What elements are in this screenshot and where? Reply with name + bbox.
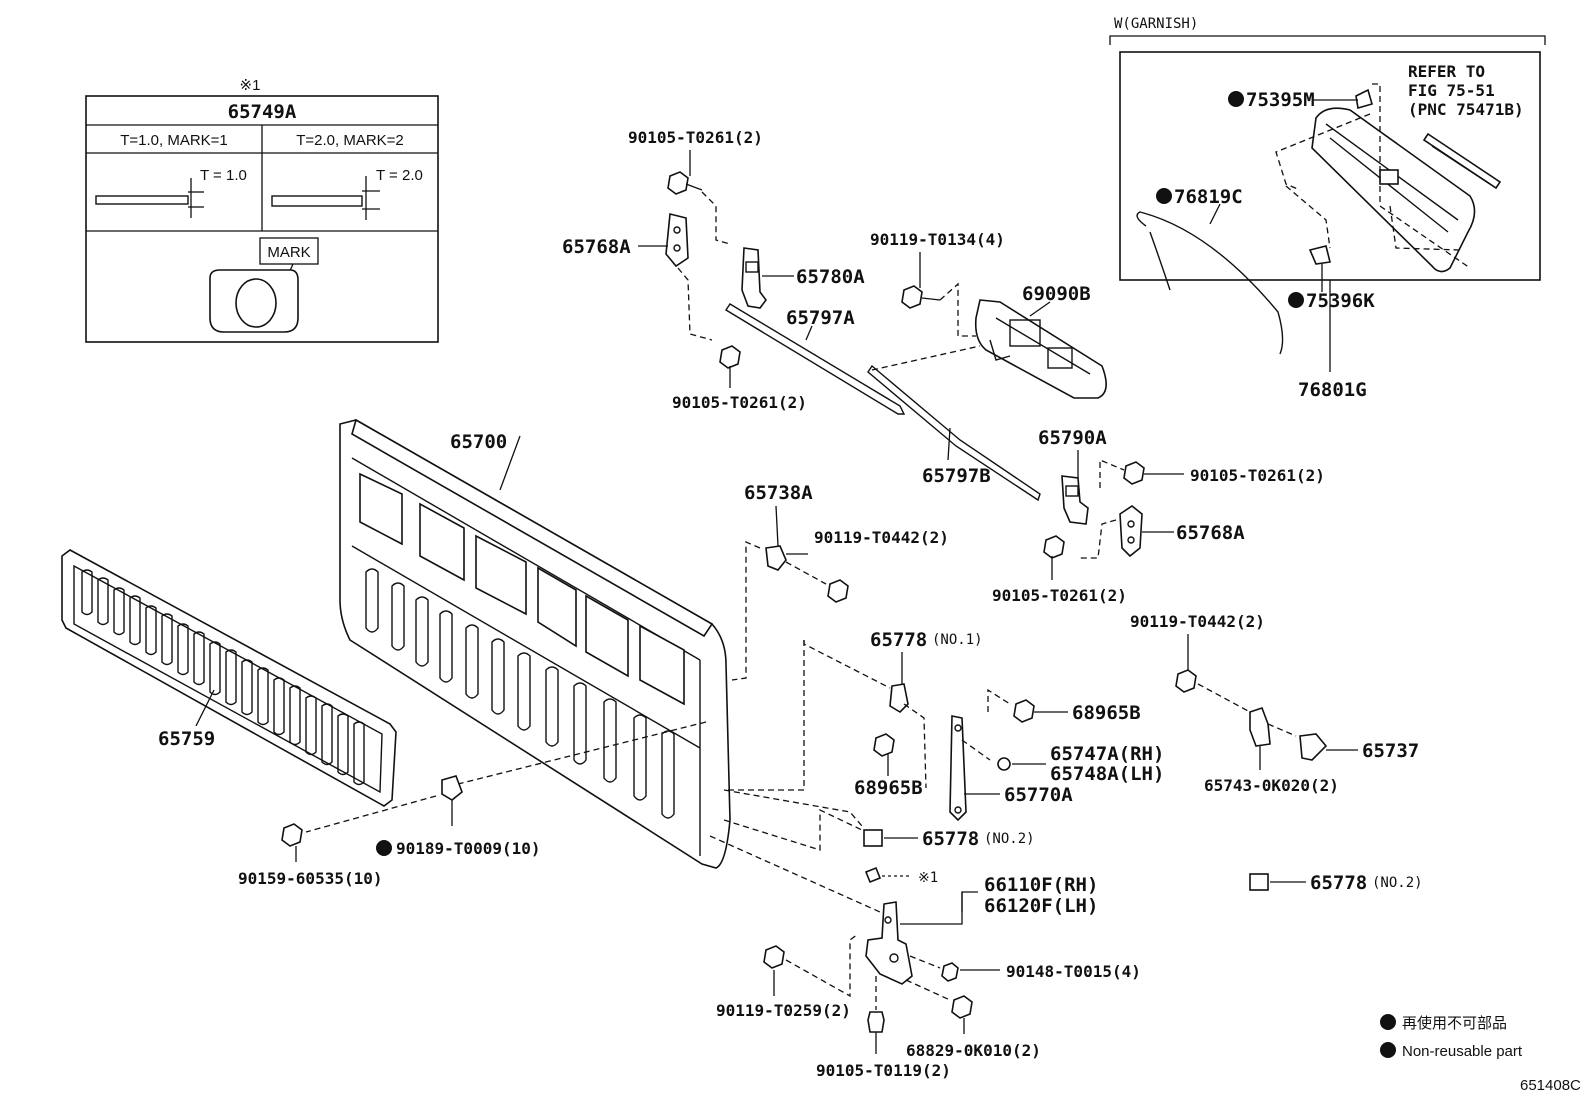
part-90105-T0261-b-label: 90105-T0261(2): [672, 393, 807, 412]
garnish-assembly-box: W(GARNISH) REFER TO FIG 75-51 (PNC 75471…: [1109, 16, 1546, 401]
refer-note-line3: (PNC 75471B): [1408, 100, 1524, 119]
hinge-group: ※1 66110F(RH) 66120F(LH) 90148-T0015(4) …: [709, 835, 1141, 1080]
note-mark-label: ※1: [240, 77, 261, 94]
part-65768A-right-label: 65768A: [1176, 522, 1245, 544]
part-65797A-label: 65797A: [786, 307, 855, 329]
shim-type2-header: T=2.0, MARK=2: [296, 132, 404, 149]
part-75395M-label: 75395M: [1246, 89, 1315, 111]
part-90105-T0261-a-label: 90105-T0261(2): [628, 128, 763, 147]
part-65700-label: 65700: [450, 431, 507, 453]
legend: 再使用不可部品 Non-reusable part 651408C: [1380, 1014, 1581, 1094]
support-cable-group: 65778 (NO.1) 65770A 68965B 65747A(RH) 65…: [723, 629, 1164, 851]
part-90105-T0119-label: 90105-T0119(2): [816, 1061, 951, 1080]
part-90105-T0261-c-label: 90105-T0261(2): [1190, 466, 1325, 485]
part-76819C-label: 76819C: [1174, 186, 1243, 208]
part-65778-no2-a-label: 65778: [922, 828, 979, 850]
part-90105-T0261-d-label: 90105-T0261(2): [992, 586, 1127, 605]
part-90119-T0134-label: 90119-T0134(4): [870, 230, 1005, 249]
note-1-callout: ※1: [918, 870, 938, 886]
shim-type2-thickness: T = 2.0: [376, 167, 423, 184]
part-65747A-label: 65747A(RH): [1050, 743, 1164, 765]
part-65748A-label: 65748A(LH): [1050, 763, 1164, 785]
part-65768A-left-label: 65768A: [562, 236, 631, 258]
part-65743-label: 65743-0K020(2): [1204, 776, 1339, 795]
handle-group: 90119-T0134(4) 69090B 65797B: [867, 230, 1107, 502]
shim-inset-table: ※1 65749A T=1.0, MARK=1 T=2.0, MARK=2 T …: [85, 77, 439, 343]
inset-part-number: 65749A: [228, 101, 297, 123]
part-65790A-label: 65790A: [1038, 427, 1107, 449]
part-90148-T0015-label: 90148-T0015(4): [1006, 962, 1141, 981]
refer-note-line1: REFER TO: [1408, 62, 1485, 81]
part-65778-no1-suffix: (NO.1): [932, 632, 983, 648]
shim-type1-thickness: T = 1.0: [200, 167, 247, 184]
part-65778-no2-b-suffix: (NO.2): [1372, 875, 1423, 891]
part-65778-no1-label: 65778: [870, 629, 927, 651]
part-69090B-label: 69090B: [1022, 283, 1091, 305]
part-65737-label: 65737: [1362, 740, 1419, 762]
part-90119-T0259-label: 90119-T0259(2): [716, 1001, 851, 1020]
mark-callout: MARK: [267, 244, 310, 261]
legend-jp: 再使用不可部品: [1402, 1015, 1507, 1032]
inner-cover-panel: 65759: [61, 549, 397, 807]
shim-type1-header: T=1.0, MARK=1: [120, 132, 228, 149]
right-latch-group: 65790A 90105-T0261(2) 65768A 90105-T0261…: [992, 427, 1325, 605]
part-90159-60535-label: 90159-60535(10): [238, 869, 383, 888]
legend-en: Non-reusable part: [1402, 1043, 1523, 1060]
part-90189-T0009-label: 90189-T0009(10): [396, 839, 541, 858]
part-66120F-label: 66120F(LH): [984, 895, 1098, 917]
part-90119-T0442-a-label: 90119-T0442(2): [814, 528, 949, 547]
part-75396K-label: 75396K: [1306, 290, 1375, 312]
part-65778-no2-a-suffix: (NO.2): [984, 831, 1035, 847]
part-68829-0K010-label: 68829-0K010(2): [906, 1041, 1041, 1060]
part-65738A-label: 65738A: [744, 482, 813, 504]
part-68965B-upper-label: 68965B: [1072, 702, 1141, 724]
stopper-65737-group: 90119-T0442(2) 65743-0K020(2) 65737 6577…: [1130, 612, 1423, 894]
part-65770A-label: 65770A: [1004, 784, 1073, 806]
tailgate-panel: 65700: [339, 418, 731, 869]
figure-id: 651408C: [1520, 1077, 1581, 1094]
left-latch-group: 90105-T0261(2) 65768A 65780A 65797A 9010…: [562, 128, 906, 415]
part-65780A-label: 65780A: [796, 266, 865, 288]
part-90119-T0442-b-label: 90119-T0442(2): [1130, 612, 1265, 631]
refer-note-line2: FIG 75-51: [1408, 81, 1495, 100]
stopper-65738A-group: 65738A 90119-T0442(2): [731, 482, 949, 681]
part-65759-label: 65759: [158, 728, 215, 750]
garnish-assembly-part-number: 76801G: [1298, 379, 1367, 401]
garnish-box-title: W(GARNISH): [1114, 16, 1198, 32]
part-68965B-lower-label: 68965B: [854, 777, 923, 799]
part-65797B-label: 65797B: [922, 465, 991, 487]
panel-fastener-group: 90189-T0009(10) 90159-60535(10): [238, 721, 707, 888]
part-66110F-label: 66110F(RH): [984, 874, 1098, 896]
part-65778-no2-b-label: 65778: [1310, 872, 1367, 894]
